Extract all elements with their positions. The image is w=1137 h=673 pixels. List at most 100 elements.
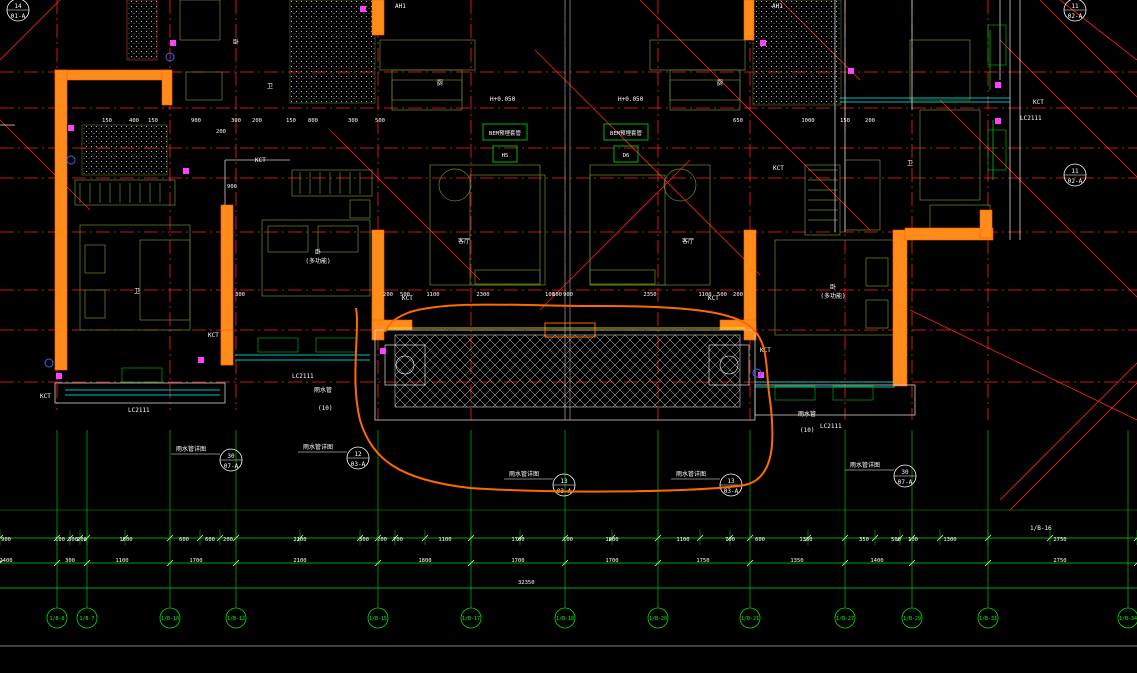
dimension-value: 1600: [605, 537, 618, 543]
balcony-hatch: [394, 334, 741, 408]
misc-label: (10): [318, 405, 332, 412]
dimension-value: 200: [77, 537, 87, 543]
dimension-value: 1700: [189, 558, 202, 564]
small-dimension: 900: [227, 184, 237, 190]
blue-markers: [44, 52, 762, 378]
dimension-value: 700: [393, 537, 403, 543]
window-label: LC2111: [1020, 115, 1042, 122]
dimension-value: 600: [205, 537, 215, 543]
small-dimension: 300: [231, 118, 241, 124]
misc-label: KCT: [708, 295, 719, 302]
small-dimension: 150: [148, 118, 158, 124]
windows: [65, 30, 1010, 396]
axis-bubble-label: 1/B-6: [49, 616, 64, 622]
small-dimension: 300: [235, 292, 245, 298]
axis-bubble: [554, 607, 576, 629]
misc-label: 雨水管: [314, 386, 332, 394]
axis-bubble: [76, 607, 98, 629]
dimension-value: 2100: [293, 537, 306, 543]
dimension-value: 300: [359, 537, 369, 543]
small-dimension: 800: [308, 118, 318, 124]
small-dimension: 1000: [801, 118, 814, 124]
dimension-value: 900: [1, 537, 11, 543]
tag-sub-label: D6: [623, 153, 630, 159]
axis-bubble-label: 1/B-34: [1119, 616, 1137, 622]
small-dimension: 900: [191, 118, 201, 124]
axis-bubble: [460, 607, 482, 629]
axis-bubble: [225, 607, 247, 629]
axis-bubble: [1117, 607, 1137, 629]
callout-number: 30: [901, 469, 909, 476]
balcony-fixtures: [384, 344, 750, 386]
misc-label: KCT: [40, 393, 51, 400]
dimension-value: 1100: [438, 537, 451, 543]
misc-label: KCT: [1033, 99, 1044, 106]
axis-bubble-label: 1/B-17: [462, 616, 480, 622]
dimension-value: 2100: [293, 558, 306, 564]
misc-label: (10): [800, 427, 814, 434]
callout-label: 雨水管详图: [676, 470, 706, 478]
tag-box: [482, 123, 528, 141]
small-dimension: 200: [216, 129, 226, 135]
window-label: LC2111: [820, 423, 842, 430]
dimension-value: 500: [891, 537, 901, 543]
dimension-value: 2750: [1053, 558, 1066, 564]
misc-label: KCT: [402, 295, 413, 302]
small-dimension: 400: [129, 118, 139, 124]
dimension-value: 200: [377, 537, 387, 543]
balcony-dimension: 100: [552, 292, 562, 298]
room-name: 厨: [437, 80, 443, 87]
misc-label: 雨水管: [798, 410, 816, 418]
axis-bubble-label: 1/B-7: [79, 616, 94, 622]
misc-label: H+0.050: [490, 96, 516, 103]
dimension-value: 1100: [115, 558, 128, 564]
dimension-value: 100: [908, 537, 918, 543]
dimension-value: 1700: [511, 537, 524, 543]
balcony-dimension: 900: [563, 292, 573, 298]
balcony-dimension: 500: [400, 292, 410, 298]
callout-number: 11: [1071, 168, 1079, 175]
window-label: LC2111: [292, 373, 314, 380]
dimension-value: 1350: [790, 558, 803, 564]
callout-sheet: 02-A: [1068, 178, 1083, 185]
window-label: LC2111: [128, 407, 150, 414]
callout-label: 雨水管详图: [176, 445, 206, 453]
room-sub: (多功能): [820, 292, 845, 300]
room-name: 卫: [134, 288, 140, 295]
callout-number: 12: [354, 451, 362, 458]
axis-bubble-label: 1/B-29: [903, 616, 921, 622]
misc-label: KCT: [773, 165, 784, 172]
dimension-value: 1350: [799, 537, 812, 543]
dimension-value: 1300: [943, 537, 956, 543]
room-name: 厨: [717, 80, 723, 87]
balcony-dimension: 500: [717, 292, 727, 298]
misc-label: KCT: [255, 157, 266, 164]
callout-number: 30: [227, 453, 235, 460]
dimension-value: 1700: [511, 558, 524, 564]
callout-number: 13: [560, 478, 568, 485]
dimension-value: 1750: [696, 558, 709, 564]
balcony-column-center: [544, 322, 596, 338]
axis-bubble-label: 1/B-10: [161, 616, 179, 622]
dimension-tick: [0, 534, 4, 539]
dimension-value: 300: [68, 537, 78, 543]
axis-bubble-label: 1/B-12: [227, 616, 245, 622]
misc-label: AH1: [395, 3, 406, 10]
small-dimension: 650: [733, 118, 743, 124]
dimension-value: 300: [65, 558, 75, 564]
balcony-dimension: 2350: [643, 292, 656, 298]
dimension-value: 100: [55, 537, 65, 543]
balcony-dimension: 100: [545, 292, 555, 298]
callout-label: 雨水管详图: [509, 470, 539, 478]
dimension-value: 600: [179, 537, 189, 543]
room-name: 卫: [907, 160, 913, 167]
dimension-value: 1800: [418, 558, 431, 564]
misc-label: KCT: [760, 347, 771, 354]
axis-bubble-label: 1/B-27: [836, 616, 854, 622]
